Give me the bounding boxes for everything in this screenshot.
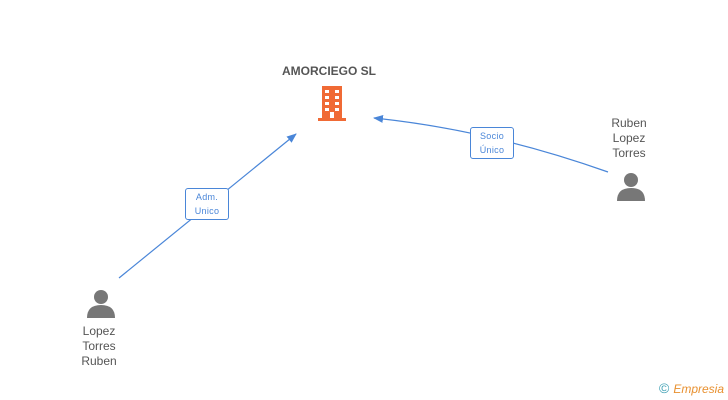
person-name-line: Lopez bbox=[82, 324, 116, 338]
footer-brand: ©Empresia bbox=[659, 380, 724, 396]
person-name-line: Torres bbox=[82, 339, 116, 353]
relation-label-line: Único bbox=[479, 145, 505, 155]
person-name-ruben-lopez-torres[interactable]: Ruben Lopez Torres bbox=[589, 116, 669, 161]
brand-name: Empresia bbox=[673, 382, 724, 396]
person-name-line: Torres bbox=[612, 146, 646, 160]
relation-label-line: Unico bbox=[194, 206, 220, 216]
relation-label-line: Socio bbox=[479, 131, 504, 141]
person-name-lopez-torres-ruben[interactable]: Lopez Torres Ruben bbox=[59, 324, 139, 369]
relation-label-socio-unico[interactable]: Socio Único bbox=[470, 127, 514, 159]
copyright-icon: © bbox=[658, 380, 670, 396]
person-icon[interactable] bbox=[616, 171, 646, 201]
person-name-line: Ruben bbox=[611, 116, 647, 130]
person-name-line: Lopez bbox=[612, 131, 646, 145]
person-name-line: Ruben bbox=[81, 354, 117, 368]
relation-label-adm-unico[interactable]: Adm. Unico bbox=[185, 188, 229, 220]
company-name[interactable]: AMORCIEGO SL bbox=[281, 64, 376, 78]
building-icon[interactable] bbox=[316, 84, 348, 122]
relation-label-line: Adm. bbox=[195, 192, 219, 202]
person-icon[interactable] bbox=[86, 288, 116, 318]
